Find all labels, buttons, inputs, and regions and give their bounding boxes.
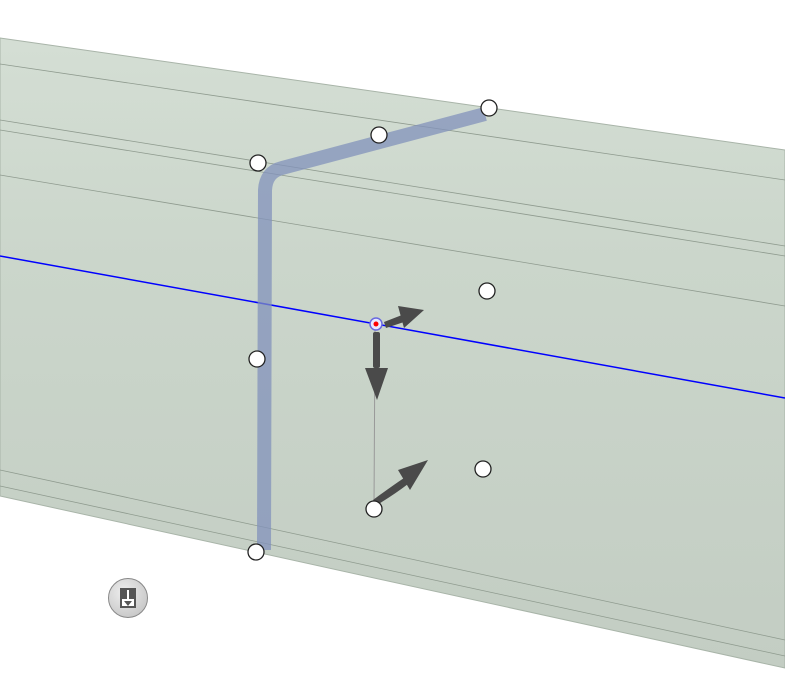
handle-right-upper — [478, 282, 496, 300]
arrow-curved-icon[interactable] — [373, 460, 428, 505]
arrow-down-icon[interactable] — [365, 332, 388, 400]
beam-edges — [0, 63, 785, 657]
handle-corner — [249, 154, 267, 172]
beam-body[interactable] — [0, 37, 785, 669]
angle-profile[interactable] — [257, 107, 487, 551]
handle-bottom-center — [365, 500, 383, 518]
handle-points[interactable] — [247, 99, 498, 561]
split-arrow-down-icon — [120, 588, 136, 608]
origin-marker[interactable] — [369, 317, 383, 331]
handle-right-lower — [474, 460, 492, 478]
handle-bottom-left — [247, 543, 265, 561]
axis-line — [0, 255, 785, 399]
view-toggle-button[interactable] — [108, 578, 148, 618]
handle-mid-left — [248, 350, 266, 368]
handle-top-right — [480, 99, 498, 117]
handle-top-mid — [370, 126, 388, 144]
arrow-right-icon[interactable] — [384, 306, 424, 328]
